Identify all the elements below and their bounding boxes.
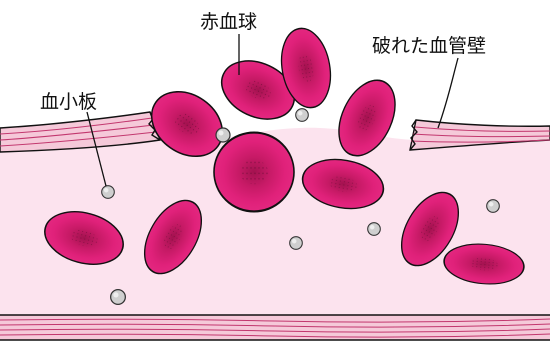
lower-vessel-wall	[0, 315, 550, 340]
red-blood-cell	[214, 133, 294, 212]
platelet	[290, 237, 303, 250]
wall-leader-line	[438, 58, 458, 128]
platelet-label: 血小板	[40, 91, 97, 113]
platelet	[111, 290, 126, 305]
platelet	[102, 186, 115, 199]
rbc-label: 赤血球	[200, 11, 257, 33]
platelet	[216, 128, 230, 142]
broken-wall-label: 破れた血管壁	[372, 35, 486, 57]
platelet	[368, 223, 381, 236]
platelet	[296, 109, 309, 122]
platelet	[487, 200, 500, 213]
